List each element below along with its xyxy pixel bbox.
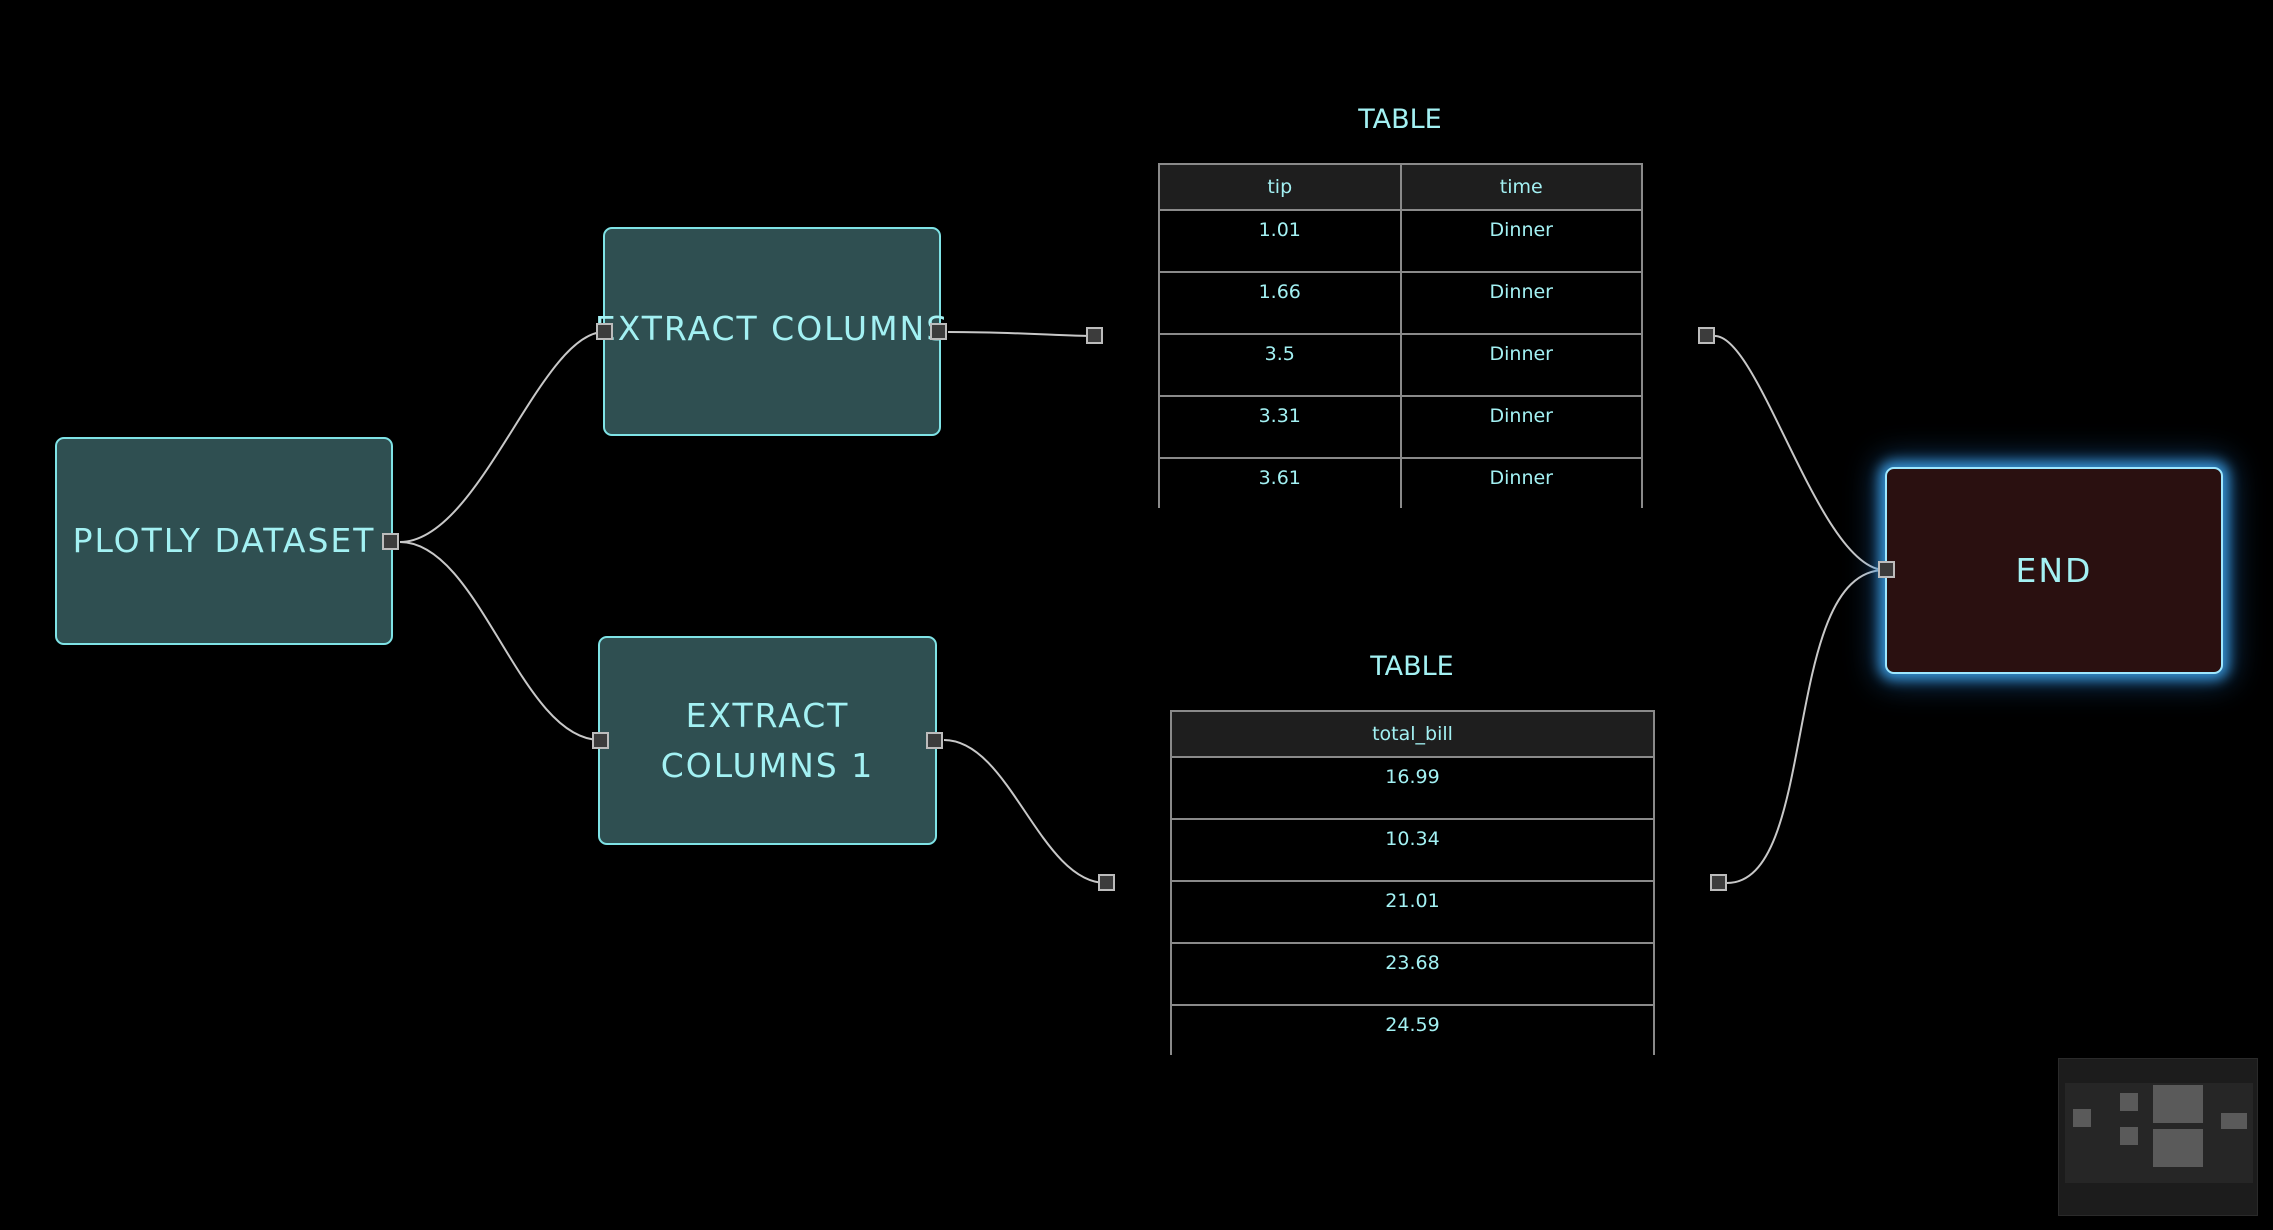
minimap-viewport[interactable] xyxy=(2065,1083,2253,1183)
table-1-header-row: tip time xyxy=(1158,163,1643,211)
column-header[interactable]: total_bill xyxy=(1170,710,1655,758)
column-header[interactable]: time xyxy=(1399,163,1643,211)
edge-dataset-to-extract-columns-1 xyxy=(399,541,601,741)
table-cell: Dinner xyxy=(1399,333,1643,397)
table-2-grid: total_bill 16.99 10.34 21.01 23.68 24.59 xyxy=(1170,710,1655,1055)
minimap-node xyxy=(2120,1093,2138,1111)
extract-columns-1-output-port[interactable] xyxy=(926,732,943,749)
table-cell: 21.01 xyxy=(1170,880,1655,944)
edge-dataset-to-extract-columns xyxy=(399,331,605,543)
table-cell: Dinner xyxy=(1399,457,1643,508)
table-row: 3.5 Dinner xyxy=(1158,333,1643,397)
table-2-output-port[interactable] xyxy=(1710,874,1727,891)
extract-columns-input-port[interactable] xyxy=(596,323,613,340)
table-row: 3.31 Dinner xyxy=(1158,395,1643,459)
minimap-node xyxy=(2073,1109,2091,1127)
table-row: 3.61 Dinner xyxy=(1158,457,1643,508)
extract-columns-1-label: EXTRACT COLUMNS 1 xyxy=(660,695,875,785)
table-row: 24.59 xyxy=(1170,1004,1655,1055)
plotly-dataset-output-port[interactable] xyxy=(382,533,399,550)
table-row: 23.68 xyxy=(1170,942,1655,1006)
table-cell: 24.59 xyxy=(1170,1004,1655,1055)
table-cell: 3.5 xyxy=(1158,333,1402,397)
table-cell: 1.66 xyxy=(1158,271,1402,335)
table-1-grid: tip time 1.01 Dinner 1.66 Dinner 3.5 Din… xyxy=(1158,163,1643,508)
end-label: END xyxy=(2015,550,2093,590)
table-cell: 23.68 xyxy=(1170,942,1655,1006)
table-2-title: TABLE xyxy=(1370,651,1454,682)
minimap[interactable] xyxy=(2058,1058,2258,1216)
table-row: 1.66 Dinner xyxy=(1158,271,1643,335)
table-2-header-row: total_bill xyxy=(1170,710,1655,758)
extract-columns-1-node[interactable]: EXTRACT COLUMNS 1 xyxy=(598,636,937,845)
minimap-node xyxy=(2221,1113,2247,1129)
extract-columns-output-port[interactable] xyxy=(930,323,947,340)
table-1-input-port[interactable] xyxy=(1086,327,1103,344)
table-cell: 3.61 xyxy=(1158,457,1402,508)
plotly-dataset-label: PLOTLY DATASET xyxy=(72,521,376,560)
table-cell: 1.01 xyxy=(1158,209,1402,273)
minimap-node xyxy=(2153,1129,2203,1167)
extract-columns-label: EXTRACT COLUMNS xyxy=(594,309,950,348)
extract-columns-node[interactable]: EXTRACT COLUMNS xyxy=(595,227,947,436)
table-2[interactable]: total_bill 16.99 10.34 21.01 23.68 24.59 xyxy=(1170,710,1655,1055)
plotly-dataset-node[interactable]: PLOTLY DATASET xyxy=(55,437,393,645)
column-header[interactable]: tip xyxy=(1158,163,1402,211)
table-cell: 3.31 xyxy=(1158,395,1402,459)
table-cell: 16.99 xyxy=(1170,756,1655,820)
minimap-node xyxy=(2153,1085,2203,1123)
table-cell: Dinner xyxy=(1399,395,1643,459)
table-row: 10.34 xyxy=(1170,818,1655,882)
end-input-port[interactable] xyxy=(1878,561,1895,578)
table-1[interactable]: tip time 1.01 Dinner 1.66 Dinner 3.5 Din… xyxy=(1158,163,1643,508)
table-1-title: TABLE xyxy=(1358,104,1442,135)
table-cell: Dinner xyxy=(1399,271,1643,335)
minimap-node xyxy=(2120,1127,2138,1145)
end-node[interactable]: END xyxy=(1885,467,2223,674)
edge-extract-columns-1-to-table-2 xyxy=(943,739,1107,884)
extract-columns-1-input-port[interactable] xyxy=(592,732,609,749)
table-2-input-port[interactable] xyxy=(1098,874,1115,891)
edge-extract-columns-to-table-1 xyxy=(947,331,1095,337)
table-row: 21.01 xyxy=(1170,880,1655,944)
edge-table-1-to-end xyxy=(1714,335,1886,571)
table-cell: Dinner xyxy=(1399,209,1643,273)
edge-table-2-to-end xyxy=(1726,569,1886,884)
table-1-output-port[interactable] xyxy=(1698,327,1715,344)
table-row: 16.99 xyxy=(1170,756,1655,820)
table-row: 1.01 Dinner xyxy=(1158,209,1643,273)
table-cell: 10.34 xyxy=(1170,818,1655,882)
